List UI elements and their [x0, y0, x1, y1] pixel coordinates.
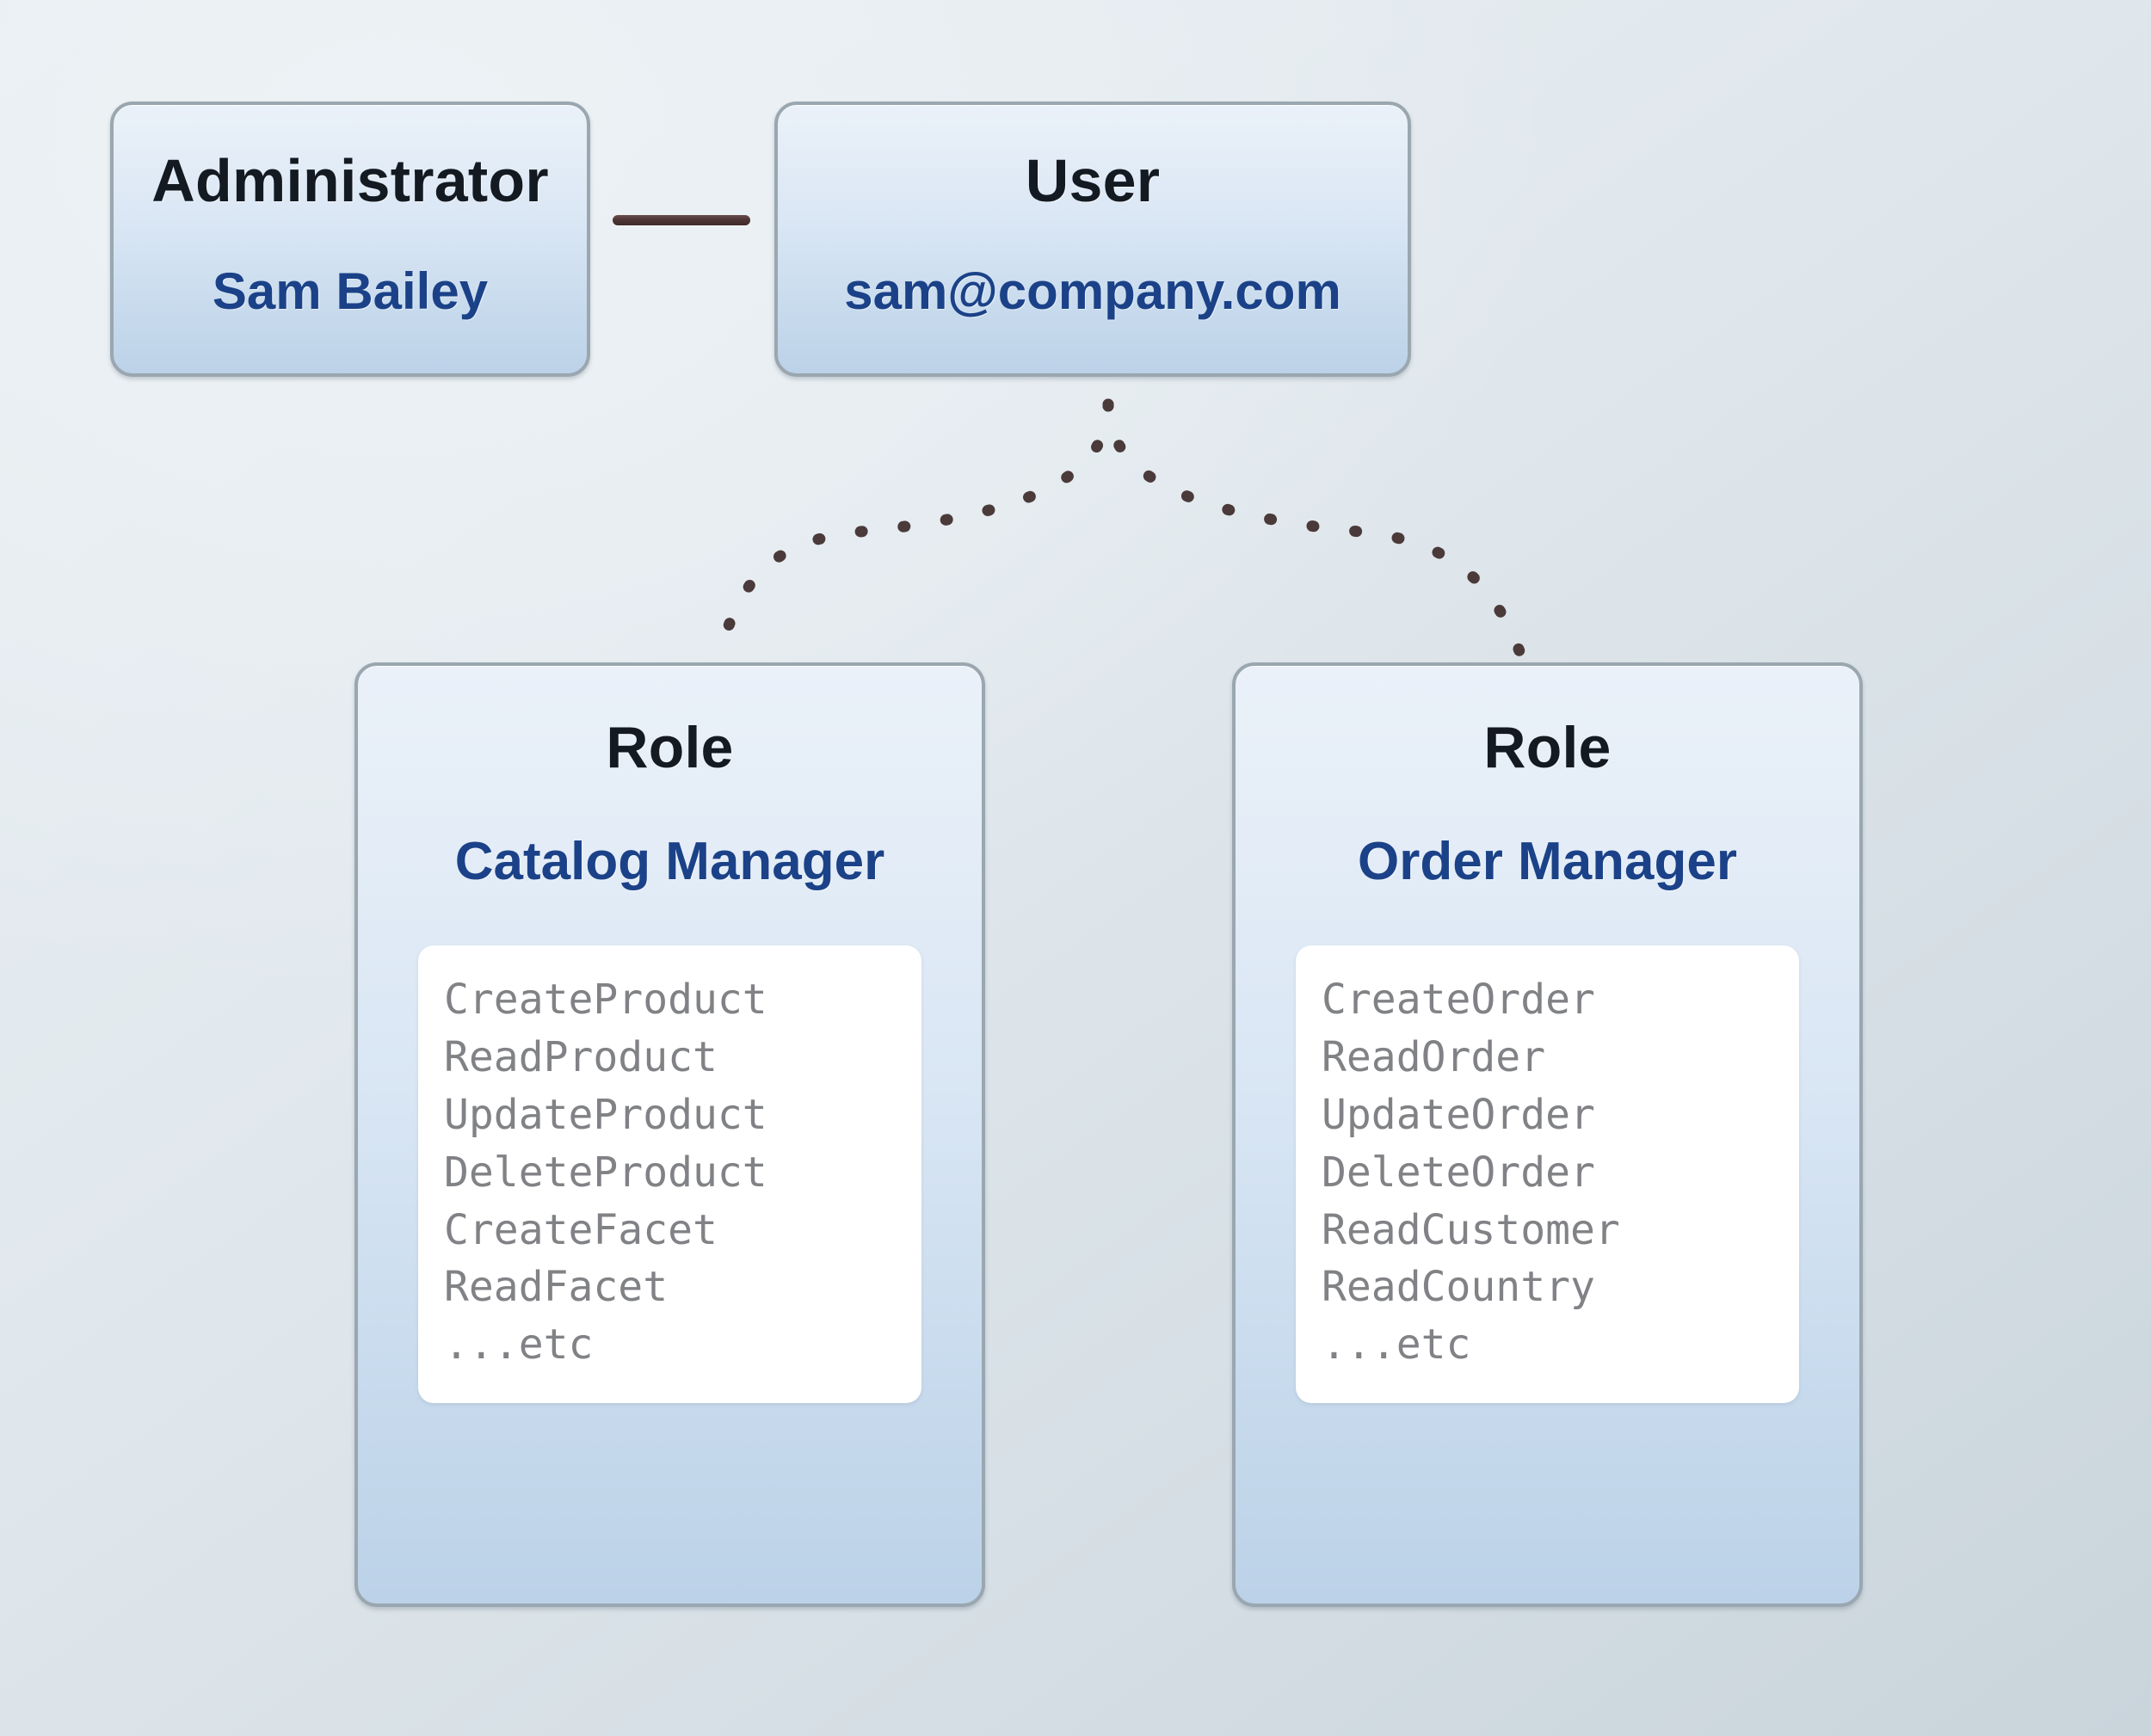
node-administrator[interactable]: Administrator Sam Bailey — [110, 102, 590, 377]
permission-item: ReadFacet — [444, 1263, 669, 1312]
node-role-catalog-manager[interactable]: Role Catalog Manager CreateProduct ReadP… — [354, 662, 985, 1607]
node-value-label: sam@company.com — [844, 262, 1341, 320]
node-user[interactable]: User sam@company.com — [774, 102, 1411, 377]
node-type-label: Administrator — [151, 147, 549, 214]
permission-item: ...etc — [1322, 1320, 1471, 1370]
permission-item: DeleteOrder — [1322, 1148, 1595, 1197]
connector-user-to-order-manager — [1102, 398, 1527, 662]
permission-item: CreateFacet — [444, 1205, 718, 1254]
permission-item: CreateOrder — [1322, 976, 1595, 1024]
permission-item: UpdateOrder — [1322, 1090, 1595, 1139]
node-value-label: Order Manager — [1357, 832, 1738, 891]
node-type-label: User — [1025, 147, 1161, 214]
permission-list: CreateOrder ReadOrder UpdateOrder Delete… — [1296, 945, 1799, 1404]
node-value-label: Catalog Manager — [454, 832, 885, 891]
node-value-label: Sam Bailey — [212, 262, 489, 320]
permission-item: UpdateProduct — [444, 1090, 767, 1139]
permission-item: ReadProduct — [444, 1032, 718, 1081]
permission-item: ReadCustomer — [1322, 1205, 1620, 1254]
permission-item: CreateProduct — [444, 976, 767, 1024]
permission-item: ReadCountry — [1322, 1263, 1595, 1312]
permission-item: ReadOrder — [1322, 1032, 1546, 1081]
permission-item: ...etc — [444, 1320, 594, 1370]
permission-item: DeleteProduct — [444, 1148, 767, 1197]
link-administrator-to-user — [613, 215, 750, 225]
connector-user-to-catalog-manager — [712, 398, 1114, 662]
permission-list: CreateProduct ReadProduct UpdateProduct … — [418, 945, 921, 1404]
node-type-label: Role — [606, 715, 734, 780]
node-role-order-manager[interactable]: Role Order Manager CreateOrder ReadOrder… — [1232, 662, 1863, 1607]
node-type-label: Role — [1483, 715, 1612, 780]
